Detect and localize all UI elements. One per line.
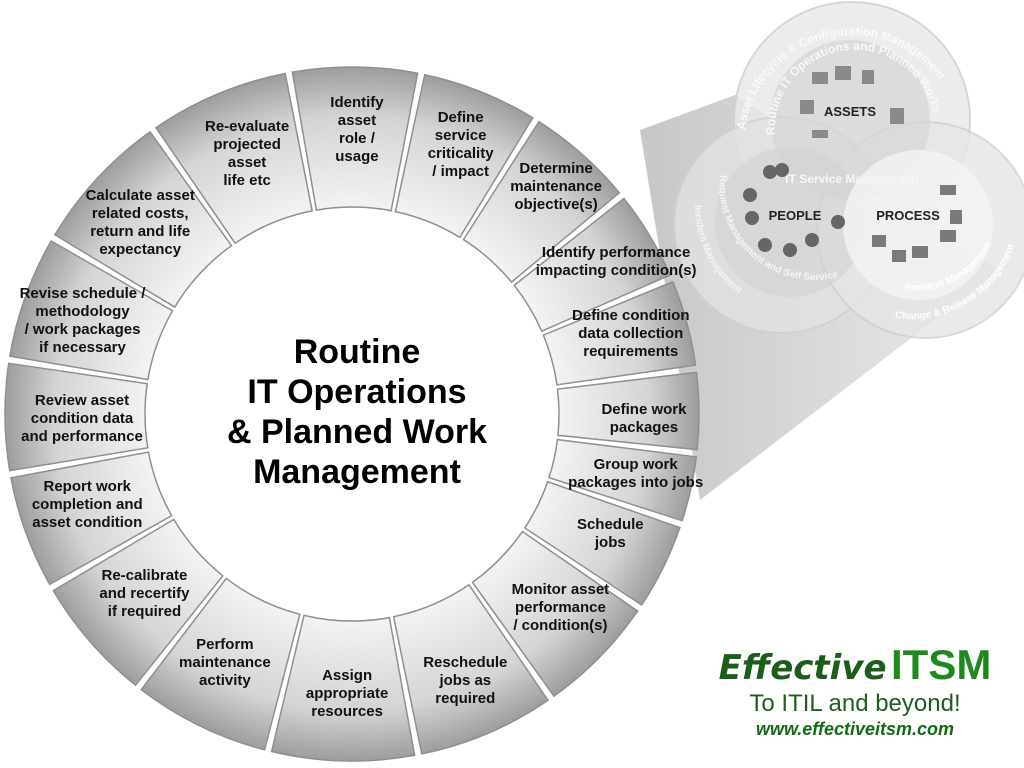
venn-diagram: Asset Lifecycle & Configuration Manageme… (673, 1, 1024, 339)
ring-segment (154, 72, 314, 245)
step-label: Schedule jobs (576, 516, 644, 552)
ring-segment (542, 280, 697, 386)
process-icons (872, 185, 962, 262)
venn-assets-label: ASSETS (824, 104, 876, 119)
step-label: Perform maintenance activity (179, 636, 271, 690)
ring-segment (556, 371, 700, 451)
step-label: Determine maintenance objective(s) (510, 160, 602, 214)
logo-url[interactable]: www.effectiveitsm.com (755, 719, 955, 739)
step-label: Group work packages into jobs (568, 456, 704, 492)
asset-icons (800, 66, 904, 138)
ring-segment (270, 614, 416, 762)
process-ring (4, 66, 700, 762)
ring-segment (513, 197, 671, 333)
step-label: Calculate asset related costs, return an… (85, 187, 195, 259)
step-label: Re-calibrate and recertify if required (99, 567, 190, 621)
people-icons (743, 163, 845, 257)
ring-segment (392, 583, 550, 755)
logo-title: Effective ITSM (700, 642, 1010, 698)
step-label: Define service criticality / impact (427, 109, 494, 181)
step-label: Monitor asset performance / condition(s) (511, 581, 610, 635)
step-label: Identify performance impacting condition… (535, 243, 697, 279)
ring-segment (462, 120, 621, 284)
ring-segment (140, 577, 301, 751)
ring-segment (10, 451, 173, 586)
ring-segment (8, 240, 174, 381)
logo-tagline: To ITIL and beyond! (749, 690, 961, 717)
step-label: Reschedule jobs as required (423, 653, 508, 707)
ring-center (147, 209, 557, 619)
step-label: Revise schedule / methodology / work pac… (19, 285, 146, 357)
center-title: Routine IT Operations & Planned Work Man… (226, 333, 488, 491)
ring-segment (523, 480, 681, 607)
ring-segment (394, 73, 534, 239)
logo-word-itsm: ITSM (891, 641, 992, 688)
step-label: Define condition data collection require… (572, 307, 690, 361)
step-label: Identify asset role / usage (330, 94, 384, 166)
venn-process-label: PROCESS (876, 208, 940, 223)
step-label: Report work completion and asset conditi… (31, 478, 143, 532)
ring-segment (291, 66, 419, 212)
ring-segment (471, 530, 639, 698)
ring-segment (4, 362, 149, 472)
step-label: Assign appropriate resources (305, 666, 389, 720)
step-label: Define work packages (601, 401, 687, 437)
ring-segment (52, 518, 224, 687)
venn-people-label: PEOPLE (769, 208, 822, 223)
logo-word-effective: Effective (718, 648, 887, 688)
ring-segment (548, 438, 698, 522)
venn-center-label: IT Service Management (785, 172, 918, 186)
step-label: Review asset condition data and performa… (21, 391, 143, 445)
step-label: Re-evaluate projected asset life etc (205, 118, 290, 190)
ring-segment (53, 130, 233, 309)
